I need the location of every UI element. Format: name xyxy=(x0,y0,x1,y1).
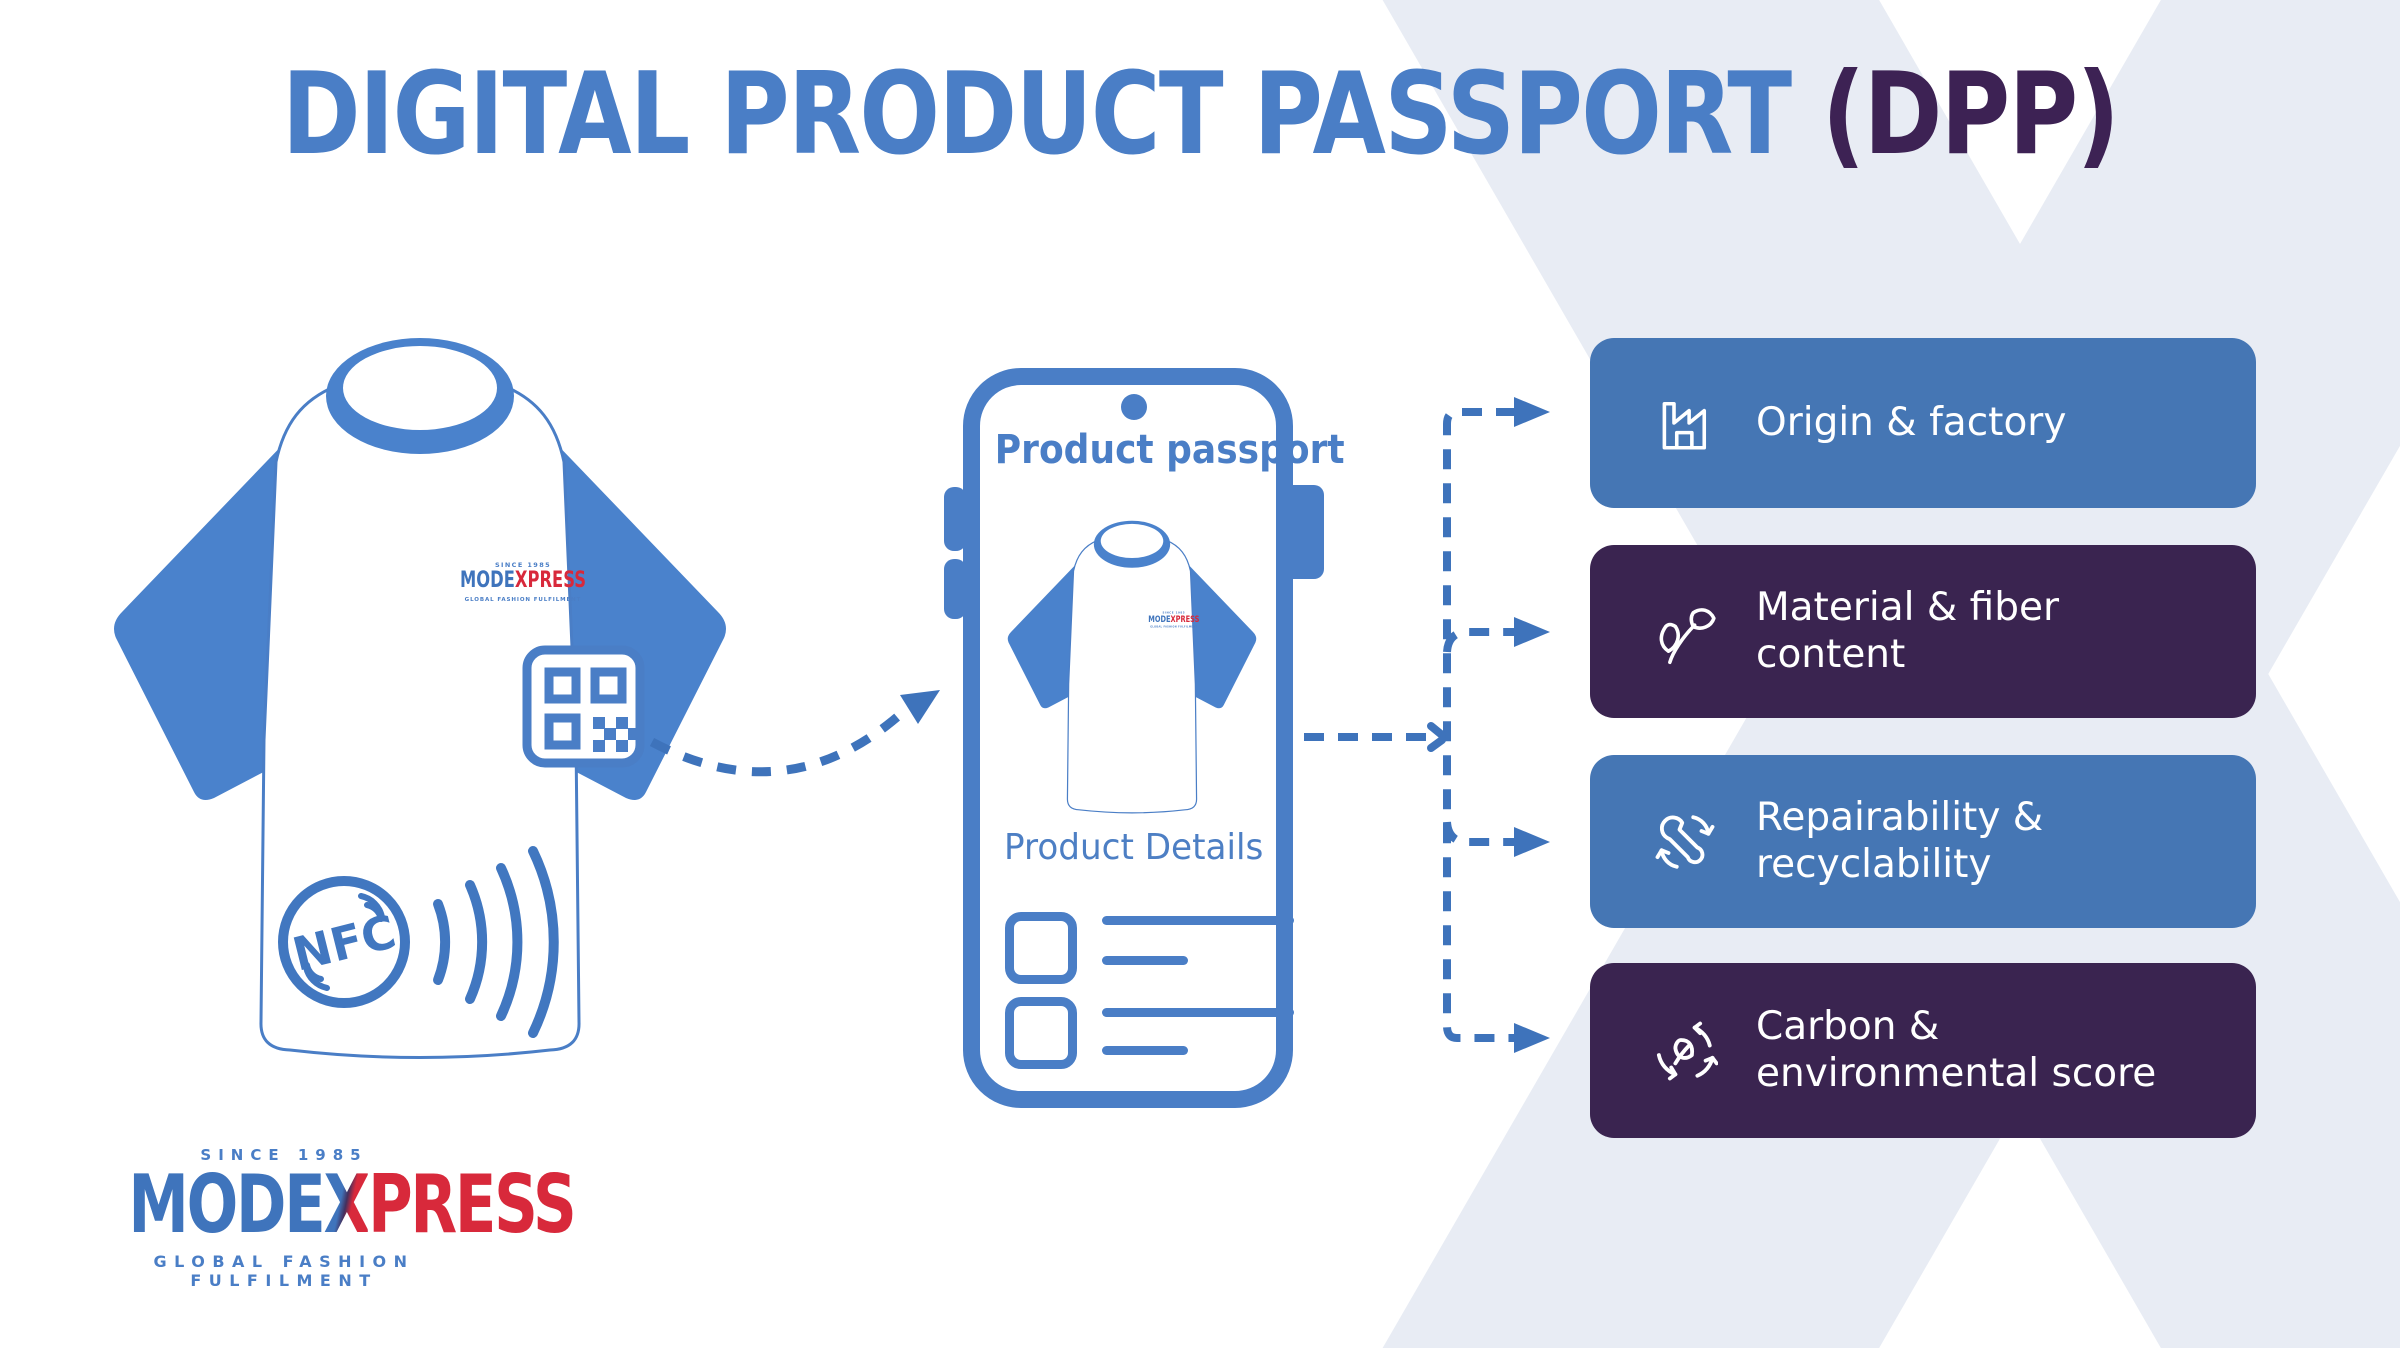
chest-logo-tagline: GLOBAL FASHION FULFILMENT xyxy=(1150,625,1197,628)
page-title-main: DIGITAL PRODUCT PASSPORT xyxy=(281,48,1822,180)
tshirt-chest-logo: SINCE 1985 MODEXPRESS GLOBAL FASHION FUL… xyxy=(460,561,586,603)
nfc-label: NFC xyxy=(287,904,401,981)
phone-screen-title: Product passport xyxy=(994,427,1345,473)
card-label: Origin & factory xyxy=(1756,399,2067,445)
arrowhead-2 xyxy=(1514,617,1550,647)
chest-logo-name: MODEXPRESS xyxy=(460,568,586,593)
repair-recycle-icon xyxy=(1655,814,1715,869)
chest-logo-tagline: GLOBAL FASHION FULFILMENT xyxy=(465,597,582,603)
card-carbon-environmental: Carbon & environmental score xyxy=(1590,963,2256,1138)
junction-tick-2 xyxy=(1427,736,1446,752)
branch-2 xyxy=(1443,628,1516,653)
page-title-suffix: (DPP) xyxy=(1821,48,2120,180)
phone-camera-dot xyxy=(1121,394,1147,420)
logo-tagline: GLOBAL FASHION FULFILMENT xyxy=(153,1251,415,1290)
detail-line-1b xyxy=(1102,956,1188,965)
detail-checkbox-1 xyxy=(1005,912,1077,984)
phone-volume-button-1 xyxy=(944,487,966,551)
phone-mockup: Product passport SINCE 1985 MODEXPRESS G… xyxy=(963,368,1345,1108)
qr-code-patch xyxy=(522,645,645,768)
connector-trunk xyxy=(1443,408,1516,1042)
junction-tick-1 xyxy=(1427,722,1446,739)
tshirt-body xyxy=(1066,539,1198,814)
qr-to-phone-arrowhead xyxy=(900,690,940,724)
phone-product-image: SINCE 1985 MODEXPRESS GLOBAL FASHION FUL… xyxy=(998,493,1266,818)
logo-since-text: SINCE 1985 xyxy=(200,1146,368,1164)
tshirt-extras: NFC xyxy=(90,270,750,1070)
chest-logo-since: SINCE 1985 xyxy=(1162,611,1185,615)
tshirt-chest-logo: SINCE 1985 MODEXPRESS GLOBAL FASHION FUL… xyxy=(1148,611,1199,629)
branch-3 xyxy=(1443,821,1516,846)
product-details-heading: Product Details xyxy=(1004,827,1264,868)
chest-logo-since: SINCE 1985 xyxy=(495,561,551,569)
arrowhead-1 xyxy=(1514,397,1550,427)
carbon-cycle-icon xyxy=(1656,1021,1718,1080)
page-title: DIGITAL PRODUCT PASSPORT (DPP) xyxy=(192,48,2208,180)
logo-mode: MODE xyxy=(128,1158,325,1251)
factory-icon xyxy=(1662,401,1707,450)
tshirt-collar-opening xyxy=(343,346,497,430)
logo-wordmark: MODEXPRESS xyxy=(128,1164,576,1246)
tshirt-graphic: SINCE 1985 MODEXPRESS GLOBAL FASHION FUL… xyxy=(1007,520,1257,814)
arrowhead-4 xyxy=(1514,1023,1550,1053)
card-repairability-recyclability: Repairability & recyclability xyxy=(1590,755,2256,928)
logo-x-letter: X xyxy=(323,1158,370,1251)
card-label: Repairability & recyclability xyxy=(1756,795,2044,887)
detail-line-2b xyxy=(1102,1046,1188,1055)
detail-line-2a xyxy=(1102,1008,1294,1017)
arrowhead-3 xyxy=(1514,827,1550,857)
logo-press: PRESS xyxy=(368,1158,577,1251)
tshirt-collar-opening xyxy=(1100,523,1164,559)
nfc-signal-waves-icon xyxy=(433,846,559,1038)
modexpress-logo: SINCE 1985 MODEXPRESS GLOBAL FASHION FUL… xyxy=(58,1146,576,1290)
detail-checkbox-2 xyxy=(1005,997,1077,1069)
leaves-icon xyxy=(1659,607,1716,664)
phone-volume-button-2 xyxy=(944,559,966,619)
card-origin-factory: Origin & factory xyxy=(1590,338,2256,508)
nfc-tag-icon: NFC xyxy=(278,876,410,1008)
card-label: Carbon & environmental score xyxy=(1756,1004,2157,1096)
card-label: Material & fiber content xyxy=(1756,585,2059,677)
card-material-fiber: Material & fiber content xyxy=(1590,545,2256,718)
chest-logo-name: MODEXPRESS xyxy=(1148,615,1199,625)
detail-line-1a xyxy=(1102,916,1294,925)
